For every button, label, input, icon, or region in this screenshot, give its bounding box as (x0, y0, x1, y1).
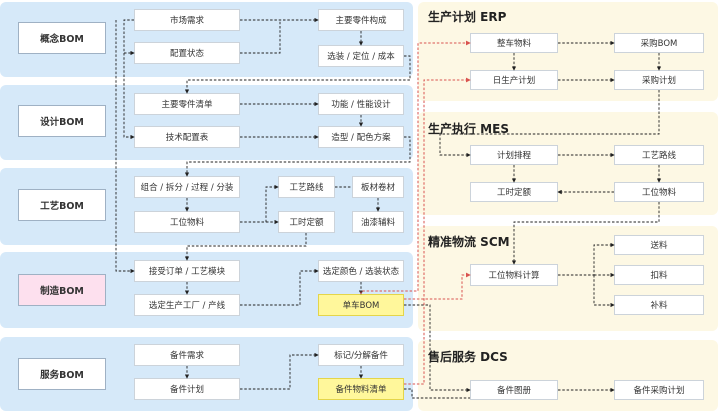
flow-line (184, 136, 411, 177)
flow-line (184, 233, 307, 261)
box-mark-decompose: 标记/分解备件 (318, 344, 404, 366)
box-function-performance: 功能 / 性能设计 (318, 93, 404, 115)
box-sheet-coil: 板材卷材 (352, 176, 404, 198)
title-mes: 生产执行 MES (428, 122, 509, 136)
flow-line (404, 304, 471, 393)
flow-line (593, 275, 615, 308)
label-process-bom: 工艺BOM (18, 189, 106, 221)
title-dcs: 售后服务 DCS (428, 350, 508, 364)
label-service-bom: 服务BOM (18, 358, 106, 390)
box-spare-demand: 备件需求 (134, 344, 240, 366)
flow-line (123, 53, 135, 140)
flow-line (240, 184, 279, 223)
flow-line-red (404, 77, 471, 385)
flow-line (511, 202, 660, 265)
label-design-bom: 设计BOM (18, 105, 106, 137)
flow-line (240, 268, 319, 306)
label-concept-bom: 概念BOM (18, 22, 106, 54)
flow-line (123, 19, 135, 56)
flow-line (558, 242, 615, 276)
title-scm: 精准物流 SCM (428, 235, 510, 249)
box-tech-config-table: 技术配置表 (134, 126, 240, 148)
flow-line (240, 20, 281, 54)
box-spare-material-list: 备件物料清单 (318, 378, 404, 400)
flow-line-red (360, 40, 471, 294)
flow-line (115, 20, 135, 274)
label-manufacturing-bom: 制造BOM (18, 274, 106, 306)
title-erp: 生产计划 ERP (428, 10, 507, 24)
box-mes-process-route: 工艺路线 (614, 145, 704, 165)
flow-line-red (404, 272, 471, 300)
box-market-demand: 市场需求 (134, 9, 240, 31)
flow-line (240, 352, 319, 390)
flow-line (184, 55, 411, 94)
flow-line (439, 90, 660, 158)
